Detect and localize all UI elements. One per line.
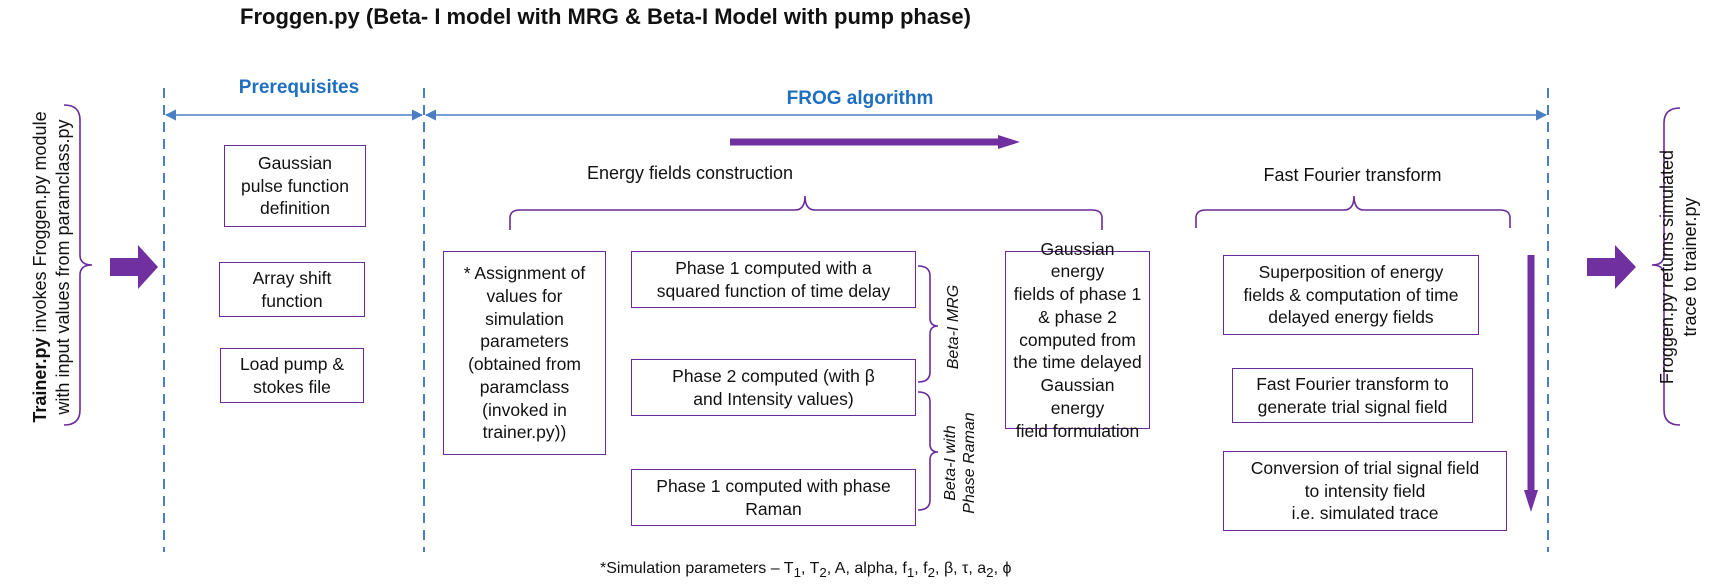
fft-group-label: Fast Fourier transform: [1263, 165, 1442, 185]
gaussian-pulse-box: Gaussian pulse function definition: [224, 145, 366, 227]
left-note-line1: invokes Froggen.py module: [30, 111, 50, 338]
simulation-parameters-footnote: *Simulation parameters – T1, T2, A, alph…: [600, 560, 1012, 581]
phase1-squared-box: Phase 1 computed with a squared function…: [631, 251, 916, 308]
frog-algorithm-label: FROG algorithm: [786, 88, 934, 109]
left-note-line2: with input values from paramclass.py: [53, 119, 74, 415]
beta-i-raman-label: Beta-I with Phase Raman: [941, 403, 981, 523]
output-block-arrow: [1587, 245, 1636, 289]
raman-label-line2: Phase Raman: [961, 412, 979, 514]
diagram-title: Froggen.py (Beta- I model with MRG & Bet…: [240, 4, 971, 29]
energy-fields-label: Energy fields construction: [586, 163, 794, 183]
intensity-conversion-box: Conversion of trial signal field to inte…: [1223, 451, 1507, 531]
phase2-beta-box: Phase 2 computed (with β and Intensity v…: [631, 359, 916, 416]
raman-brace: [917, 391, 939, 511]
beta-i-mrg-label: Beta-I MRG: [945, 284, 962, 370]
phase1-raman-box: Phase 1 computed with phase Raman: [631, 469, 916, 526]
right-note-line2: trace to trainer.py: [1680, 197, 1701, 337]
mrg-brace: [917, 265, 939, 383]
energy-brace: [509, 195, 1103, 230]
fft-trial-signal-box: Fast Fourier transform to generate trial…: [1232, 368, 1473, 423]
right-brace: [1651, 107, 1681, 426]
left-note: Trainer.py invokes Froggen.py module wit…: [29, 67, 77, 467]
input-block-arrow: [110, 245, 158, 289]
fft-down-arrow-head: [1524, 490, 1538, 512]
fft-brace: [1195, 195, 1511, 228]
gaussian-energy-fields-box: Gaussian energy fields of phase 1 & phas…: [1005, 239, 1150, 441]
raman-label-line1: Beta-I with: [942, 425, 959, 501]
load-pump-stokes-box: Load pump & stokes file: [220, 348, 364, 403]
prerequisites-label: Prerequisites: [238, 77, 360, 98]
left-brace: [63, 104, 93, 426]
left-note-bold: Trainer.py: [30, 337, 50, 423]
parameter-assignment-box: * Assignment of values for simulation pa…: [443, 251, 606, 455]
superposition-box: Superposition of energy fields & computa…: [1223, 255, 1479, 335]
right-note: Froggen.py returns simulated trace to tr…: [1656, 97, 1704, 437]
flow-arrow-head: [998, 135, 1020, 149]
array-shift-box: Array shift function: [219, 262, 365, 317]
right-note-line1: Froggen.py returns simulated: [1657, 149, 1677, 385]
